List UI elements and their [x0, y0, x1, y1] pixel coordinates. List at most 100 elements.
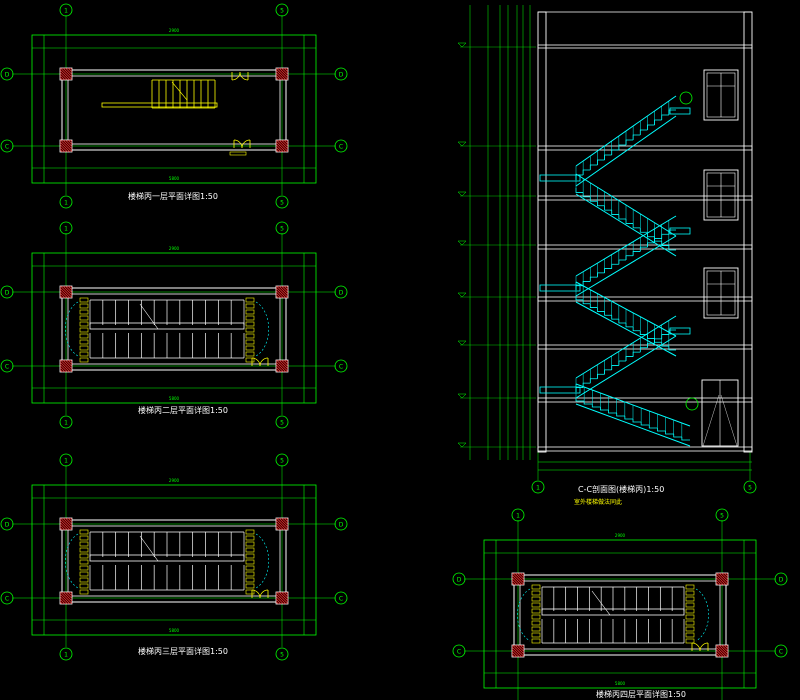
- wall-inner: [67, 293, 281, 365]
- stair-step: [632, 223, 641, 229]
- hatch-line: [283, 359, 289, 365]
- axis-bubble-1-bottom: 1: [59, 415, 73, 429]
- hatch-line: [62, 517, 73, 528]
- stair-stringer: [245, 297, 255, 303]
- stair-stringer: [79, 309, 89, 315]
- stair-stringer: [245, 315, 255, 321]
- axis-bubble-label: 1: [536, 485, 540, 492]
- axis-bubble-label: C: [5, 596, 9, 603]
- hatch-line: [721, 572, 729, 580]
- axis-bubble-circle: [334, 359, 348, 373]
- stair-step: [632, 419, 642, 423]
- stair-stringer: [245, 583, 255, 589]
- hatch-line: [67, 359, 73, 365]
- wall-inner: [67, 75, 281, 145]
- hatch-line: [67, 139, 73, 145]
- column-hatch: [275, 359, 289, 373]
- stair-step: [604, 268, 612, 273]
- stair-stringer: [79, 529, 89, 535]
- stair-step: [632, 134, 641, 140]
- stair-step: [604, 369, 612, 375]
- axis-bubble-label: 1: [64, 458, 68, 465]
- hatch-line: [278, 139, 289, 150]
- hatch-line: [723, 644, 729, 650]
- handrail: [575, 383, 691, 427]
- axis-bubble-D-right: D: [334, 285, 348, 299]
- hatch-line: [286, 359, 289, 362]
- stair-step: [575, 285, 584, 290]
- handrail: [575, 315, 677, 379]
- handrail: [575, 215, 677, 277]
- stair-stringer: [531, 584, 541, 590]
- stair-step: [632, 326, 641, 332]
- axis-bubble-D-left: D: [0, 517, 14, 531]
- stair-flight: [575, 95, 677, 187]
- stair-soffit: [575, 403, 691, 447]
- hatch-line: [276, 139, 289, 152]
- hatch-line: [59, 74, 66, 81]
- stair-handrail: [89, 322, 245, 330]
- axis-bubble-label: 5: [280, 420, 284, 427]
- stair-stringer: [79, 571, 89, 577]
- hatch-line: [278, 591, 289, 602]
- hatch-line: [281, 139, 289, 147]
- hatch-line: [514, 644, 525, 655]
- stair-stringer: [79, 559, 89, 565]
- landing: [539, 284, 581, 292]
- landing-arc: [695, 588, 709, 642]
- floor-slab: [537, 397, 753, 403]
- handrail: [575, 95, 677, 167]
- door-arc: [259, 589, 269, 599]
- stair-step: [647, 124, 655, 130]
- axis-bubble-circle: [531, 480, 545, 494]
- hatch-line: [716, 572, 729, 585]
- hatch-line: [60, 517, 73, 530]
- wall-outer: [61, 69, 287, 151]
- axis-bubble-label: D: [339, 290, 344, 297]
- column-hatch: [275, 139, 289, 153]
- column-hatch: [59, 517, 73, 531]
- hatch-line: [59, 295, 63, 299]
- dimension-text: 5800: [169, 396, 180, 401]
- stair-step: [648, 425, 658, 429]
- stair-step: [611, 210, 619, 215]
- stair-step: [611, 365, 619, 370]
- stair-step: [575, 296, 584, 301]
- stair-stringer: [245, 345, 255, 351]
- axis-bubble-label: 1: [64, 8, 68, 15]
- hatch-line: [275, 601, 279, 605]
- stair-stringer: [79, 345, 89, 351]
- stair-stringer: [79, 333, 89, 339]
- axis-bubble-5-top: 5: [275, 453, 289, 467]
- handrail: [575, 281, 677, 337]
- door-arc: [259, 357, 269, 367]
- stair-step: [575, 387, 584, 392]
- stair-step: [589, 196, 598, 202]
- landing: [669, 327, 691, 335]
- hatch-line: [718, 572, 729, 583]
- hatch-line: [59, 593, 71, 605]
- stair-step: [661, 241, 669, 246]
- hatch-line: [67, 517, 73, 523]
- stair-soffit: [575, 235, 677, 297]
- axis-bubble-circle: [59, 647, 73, 661]
- hatch-line: [517, 644, 525, 652]
- stair-step: [616, 413, 625, 417]
- dimension-text: 5800: [169, 628, 180, 633]
- stair-stringer: [79, 589, 89, 595]
- stair-stringer: [245, 559, 255, 565]
- floor-slab: [537, 296, 753, 302]
- axis-bubble-circle: [334, 285, 348, 299]
- stair-step: [589, 164, 598, 170]
- stair-step: [604, 205, 612, 211]
- window: [703, 169, 739, 221]
- column-hatch: [59, 67, 73, 81]
- hatch-line: [59, 292, 66, 299]
- stair-step: [604, 154, 612, 160]
- hatch-line: [275, 72, 284, 81]
- column-outline: [59, 591, 73, 605]
- hatch-line: [281, 67, 289, 75]
- hatch-line: [275, 522, 284, 531]
- stair-stringer: [531, 638, 541, 644]
- hatch-line: [275, 290, 284, 299]
